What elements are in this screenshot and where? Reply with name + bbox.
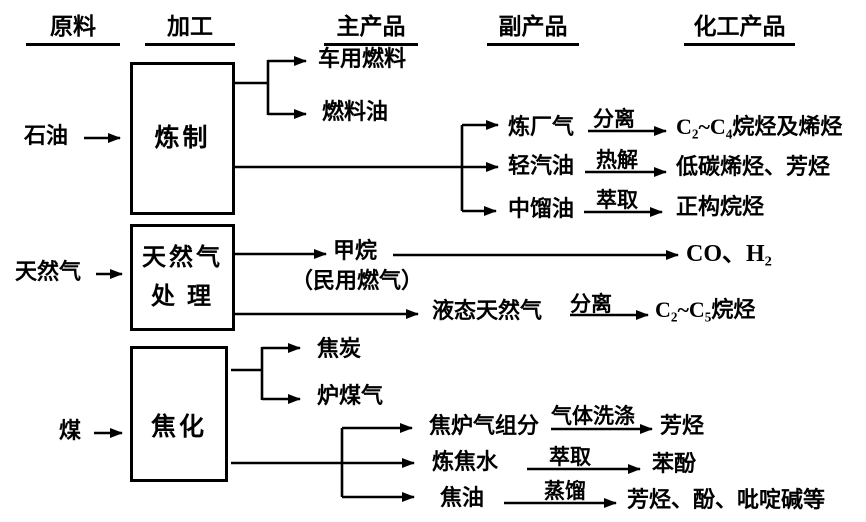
op-distillation: 蒸馏 (544, 479, 586, 503)
main-product-methane: 甲烷 (333, 238, 378, 263)
raw-natural-gas: 天然气 (15, 259, 82, 284)
header-raw-material: 原料 (26, 7, 120, 46)
raw-petroleum: 石油 (24, 123, 69, 148)
byproduct-coke-oven-gas: 焦炉气组分 (429, 413, 540, 438)
byproduct-refinery-gas: 炼厂气 (508, 114, 575, 139)
chemical-phenol: 苯酚 (652, 451, 697, 476)
byproduct-light-gasoline: 轻汽油 (508, 153, 575, 178)
process-box-refining: 炼制 (130, 62, 235, 215)
main-product-methane-note: （民用燃气） (291, 268, 424, 293)
process-box-coking: 焦化 (130, 346, 228, 482)
op-gas-washing: 气体洗涤 (551, 404, 635, 428)
main-product-furnace-gas: 炉煤气 (317, 383, 384, 408)
raw-coal: 煤 (59, 418, 82, 443)
op-extraction-2: 萃取 (549, 445, 591, 469)
main-product-coke: 焦炭 (317, 336, 362, 361)
process-refining-label: 炼制 (154, 124, 211, 152)
byproduct-coking-water: 炼焦水 (432, 449, 499, 474)
op-separation-2: 分离 (570, 292, 612, 316)
process-coking-label: 焦化 (150, 414, 207, 441)
chemical-aromatics: 芳烃 (660, 413, 705, 438)
main-product-fuel-oil: 燃料油 (322, 99, 389, 124)
byproduct-coal-tar: 焦油 (440, 485, 485, 510)
chemical-co-h2: CO、H₂ (686, 241, 772, 267)
op-separation-1: 分离 (593, 107, 635, 131)
process-ng-label-line2: 处 理 (151, 283, 214, 310)
byproduct-lng: 液态天然气 (432, 298, 543, 323)
header-processing: 加工 (145, 7, 235, 46)
chemical-aromatics-phenol-pyridine: 芳烃、酚、吡啶碱等 (627, 487, 826, 512)
process-box-natural-gas: 天然气 处 理 (130, 224, 235, 331)
op-pyrolysis: 热解 (596, 148, 638, 172)
chemical-low-carbon-olefins: 低碳烯烃、芳烃 (676, 154, 831, 179)
header-byproduct: 副产品 (487, 7, 579, 46)
header-chemical-product: 化工产品 (684, 7, 795, 46)
op-extraction-1: 萃取 (596, 188, 638, 212)
byproduct-middle-distillate: 中馏油 (508, 196, 575, 221)
process-ng-label-line1: 天然气 (142, 245, 223, 272)
chemical-normal-alkanes: 正构烷烃 (676, 194, 765, 219)
main-product-vehicle-fuel: 车用燃料 (318, 46, 407, 71)
header-main-product: 主产品 (324, 7, 418, 46)
chemical-c2-c5-alkanes: C₂~C₅烷烃 (655, 297, 756, 322)
chemical-c2-c4-alkanes-olefins: C₂~C₄烷烃及烯烃 (676, 114, 843, 139)
